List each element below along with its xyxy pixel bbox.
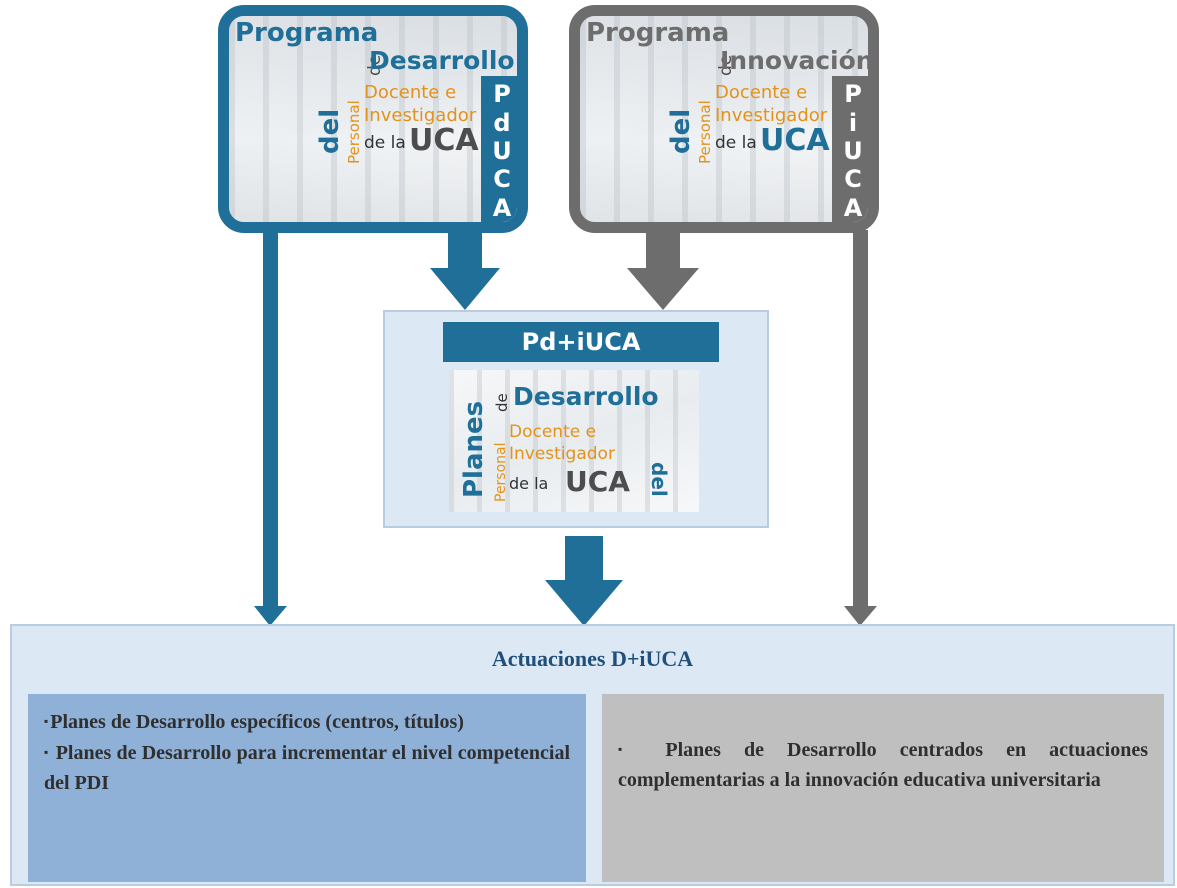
list-item: ▪ Planes de Desarrollo para incrementar … <box>44 737 570 798</box>
pdiuca-de-text: de <box>493 393 511 412</box>
acronym-letter: C <box>493 165 511 194</box>
pdiuca-uca-text: UCA <box>565 465 630 498</box>
pduca-investigador-text: Investigador <box>364 105 477 126</box>
pduca-personal-text: Personal <box>345 100 363 164</box>
piuca-del-text: del <box>666 108 696 154</box>
pduca-dela-text: de la <box>364 133 406 153</box>
arrow-pdiuca-to-actuaciones <box>545 536 623 626</box>
acronym-letter: A <box>492 193 512 222</box>
pdiuca-logo: Planes de Desarrollo del Personal Docent… <box>449 370 699 512</box>
building-background-image <box>229 16 517 222</box>
actuaciones-left-list: ▪Planes de Desarrollo específicos (centr… <box>28 694 586 882</box>
bullet-icon: ▪ <box>44 714 49 728</box>
piuca-investigador-text: Investigador <box>715 105 828 126</box>
list-item-text: Planes de Desarrollo centrados en actuac… <box>618 739 1148 791</box>
acronym-letter: U <box>492 136 512 165</box>
pdiuca-title: Pd+iUCA <box>443 322 719 362</box>
pduca-uca-text: UCA <box>409 123 479 158</box>
pdiuca-dela-text: de la <box>509 474 549 493</box>
actuaciones-right-list: ▪ Planes de Desarrollo centrados en actu… <box>602 694 1164 882</box>
building-background-image <box>580 16 868 222</box>
arrow-piuca-to-pdiuca <box>627 230 699 310</box>
piuca-uca-text: UCA <box>760 123 830 158</box>
actuaciones-panel: Actuaciones D+iUCA ▪Planes de Desarrollo… <box>10 624 1175 886</box>
acronym-letter: d <box>493 108 511 137</box>
pduca-program-box: Programa de Desarrollo del Personal Doce… <box>218 5 528 233</box>
pdiuca-investigador-text: Investigador <box>509 444 615 464</box>
acronym-letter: C <box>844 165 862 194</box>
list-item: ▪ Planes de Desarrollo centrados en actu… <box>618 734 1148 795</box>
pduca-programa-text: Programa <box>235 18 379 48</box>
piuca-docente-text: Docente e <box>715 82 808 103</box>
pduca-acronym-bar: P d U C A <box>481 76 517 222</box>
pdiuca-docente-text: Docente e <box>509 422 597 442</box>
acronym-letter: U <box>843 136 863 165</box>
pdiuca-del-text: del <box>647 462 671 497</box>
pduca-del-text: del <box>315 108 345 154</box>
arrow-piuca-to-actuaciones <box>844 230 877 626</box>
bullet-icon: ▪ <box>44 745 49 759</box>
actuaciones-title: Actuaciones D+iUCA <box>491 646 694 671</box>
pdiuca-box: Pd+iUCA Planes de Desarrollo del Persona… <box>383 310 769 528</box>
bullet-icon: ▪ <box>618 742 641 756</box>
pdiuca-planes-text: Planes <box>459 400 489 498</box>
pduca-desarrollo-text: Desarrollo <box>369 46 515 75</box>
piuca-personal-text: Personal <box>696 100 714 164</box>
piuca-programa-text: Programa <box>586 18 730 48</box>
acronym-letter: P <box>493 80 511 109</box>
pduca-docente-text: Docente e <box>364 82 457 103</box>
acronym-letter: i <box>848 108 858 137</box>
arrow-pduca-to-actuaciones <box>254 230 287 626</box>
piuca-innovacion-text: Innovación <box>720 46 874 75</box>
piuca-acronym-bar: P i U C A <box>832 76 868 222</box>
acronym-letter: A <box>843 193 863 222</box>
acronym-letter: P <box>844 80 862 109</box>
piuca-program-box: Programa de Innovación del Personal Doce… <box>569 5 879 233</box>
list-item-text: Planes de Desarrollo específicos (centro… <box>50 711 464 733</box>
arrow-pduca-to-pdiuca <box>430 230 500 310</box>
piuca-dela-text: de la <box>715 133 757 153</box>
pdiuca-personal-text: Personal <box>493 442 509 502</box>
list-item: ▪Planes de Desarrollo específicos (centr… <box>44 706 570 737</box>
pdiuca-desarrollo-text: Desarrollo <box>513 382 659 411</box>
list-item-text: Planes de Desarrollo para incrementar el… <box>44 742 570 794</box>
